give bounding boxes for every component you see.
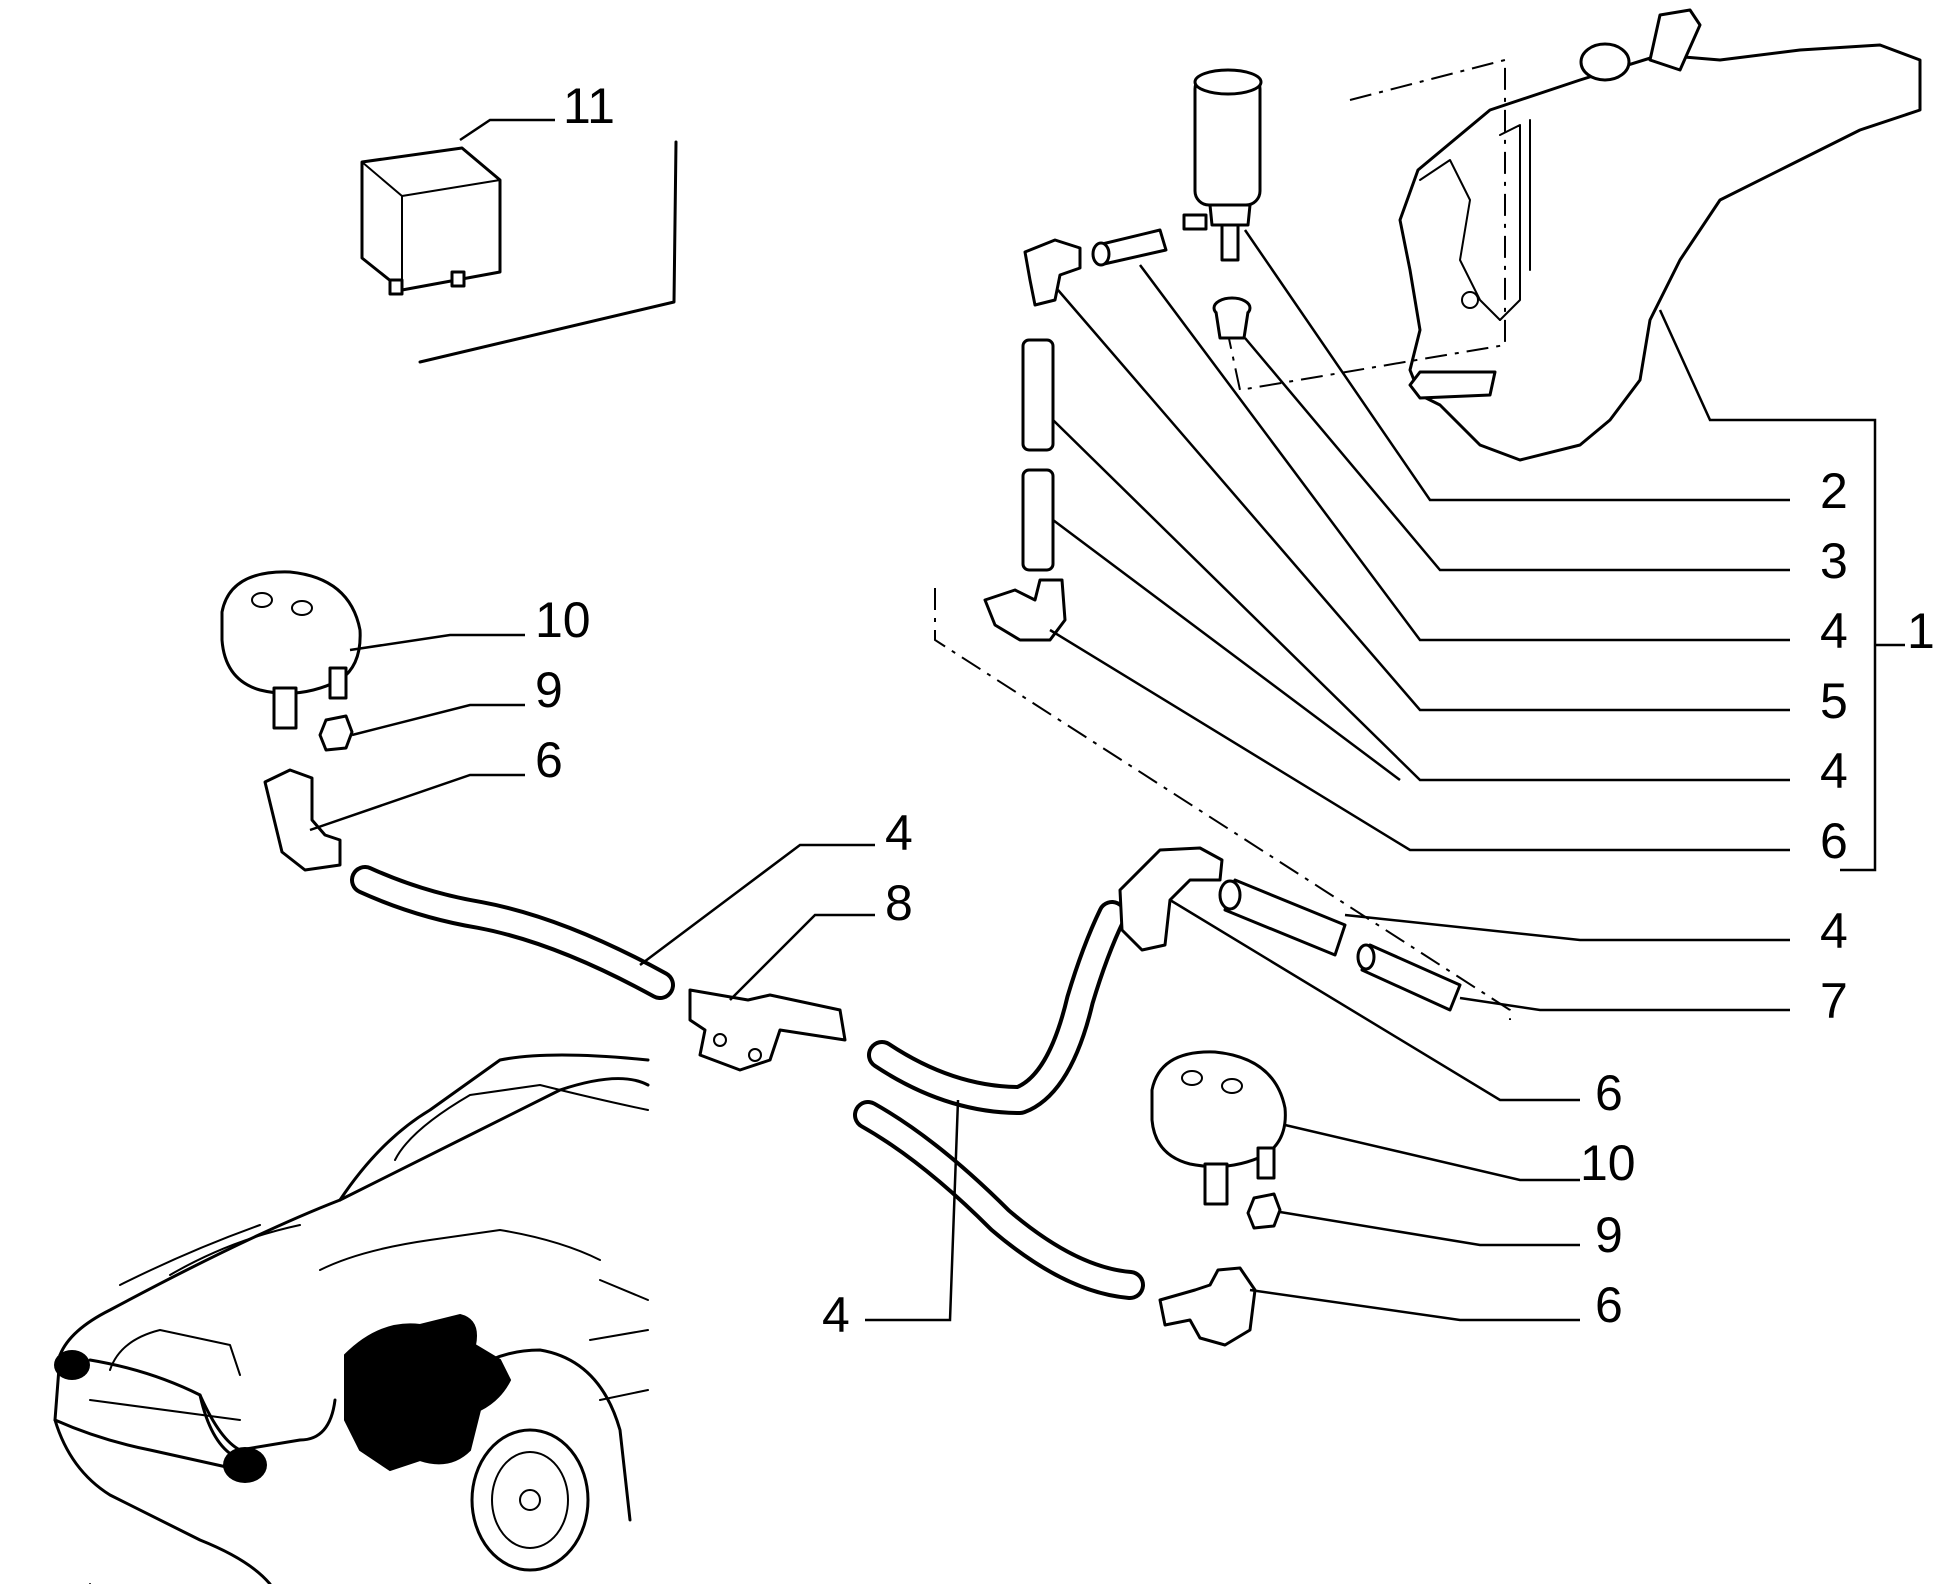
elbow-left-part	[263, 768, 342, 872]
leader-6-right	[1249, 1288, 1580, 1322]
washer-reservoir	[1398, 8, 1922, 462]
callout-4-b: 4	[1820, 743, 1848, 799]
leader-4b	[1052, 419, 1790, 782]
leader-6-left	[309, 773, 525, 832]
leader-4b2	[1052, 518, 1401, 782]
hose-center-bottom	[853, 1100, 1145, 1300]
elbow-5-part	[1023, 238, 1082, 307]
callout-8: 8	[885, 875, 913, 931]
callout-5: 5	[1820, 673, 1848, 729]
leader-7	[1459, 996, 1790, 1012]
hose-center-right	[867, 900, 1127, 1115]
callout-7: 7	[1820, 973, 1848, 1029]
nozzle-left-part	[220, 570, 362, 730]
callout-4-a: 4	[1820, 603, 1848, 659]
reservoir-highlight	[344, 1313, 512, 1472]
leader-4-bottom	[865, 1099, 960, 1322]
leader-10-right	[1284, 1123, 1580, 1182]
nut-right-part	[1246, 1192, 1282, 1230]
short-hose-top	[1091, 228, 1168, 267]
elbow-right-part	[1158, 1266, 1257, 1347]
callout-9-left: 9	[535, 662, 563, 718]
relay-frame-line	[418, 140, 678, 364]
right-hose-4	[1218, 878, 1347, 957]
leader-6a	[1049, 628, 1790, 852]
leader-9-right	[1279, 1210, 1580, 1247]
connector-7-part	[1356, 943, 1462, 1012]
callout-4-c: 4	[1820, 903, 1848, 959]
headlamp-left-highlight	[54, 1350, 90, 1380]
pump-part	[1182, 68, 1263, 262]
hose-left-long	[350, 865, 675, 1000]
callout-2: 2	[1820, 463, 1848, 519]
leader-4a	[1138, 264, 1790, 642]
grommet-part	[1212, 296, 1252, 340]
leader-2	[1243, 229, 1790, 502]
leader-4c	[1344, 913, 1790, 942]
leader-5	[1057, 289, 1790, 712]
leader-tank-1	[1658, 309, 1877, 872]
leader-9-left	[351, 703, 525, 737]
lower-dashline	[934, 588, 1511, 1020]
callout-6-right: 6	[1595, 1277, 1623, 1333]
leader-6-mid	[1169, 898, 1580, 1102]
headlamp-right-highlight	[223, 1447, 267, 1483]
vertical-hose-b	[1021, 468, 1055, 572]
leader-11	[459, 118, 555, 142]
leader-4-left	[639, 843, 875, 966]
tee-connector-part	[688, 988, 847, 1072]
elbow-mid-part	[1118, 846, 1224, 952]
nozzle-right-part	[1150, 1050, 1287, 1206]
leader-8	[729, 913, 875, 1001]
callout-6-left: 6	[535, 732, 563, 788]
car-illustration	[53, 1053, 650, 1584]
callout-4-left: 4	[885, 805, 913, 861]
callout-1: 1	[1907, 603, 1935, 659]
callout-10-left: 10	[535, 592, 591, 648]
callout-4-bottom: 4	[822, 1287, 850, 1343]
vertical-hose-a	[1021, 338, 1055, 452]
callout-9-right: 9	[1595, 1207, 1623, 1263]
relay-part	[360, 146, 502, 296]
elbow-6-top-part	[983, 578, 1067, 642]
callout-3: 3	[1820, 533, 1848, 589]
callout-10-right: 10	[1580, 1135, 1636, 1191]
leader-3	[1244, 337, 1790, 572]
leader-10-left	[349, 633, 525, 652]
nut-left-part	[318, 714, 354, 752]
callout-6-a: 6	[1820, 813, 1848, 869]
callout-relay-11: 11	[563, 78, 615, 134]
callout-6-mid: 6	[1595, 1065, 1623, 1121]
